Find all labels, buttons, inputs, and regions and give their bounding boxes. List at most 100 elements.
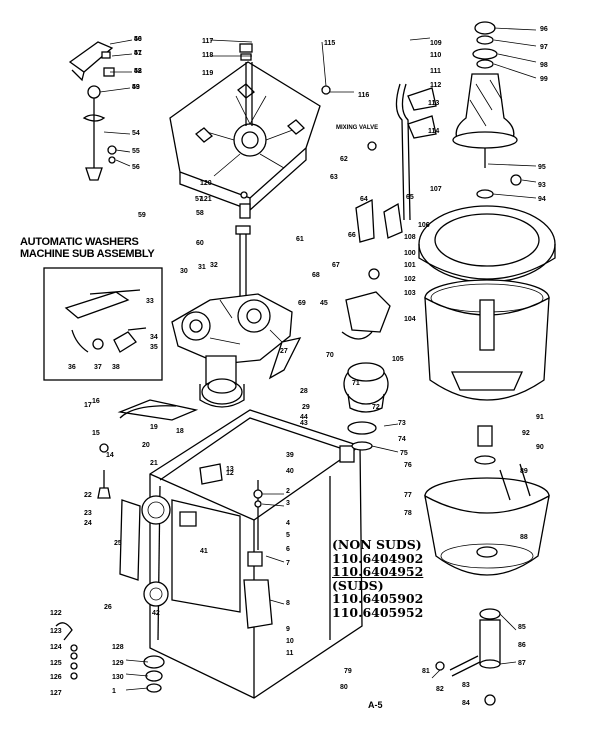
callout-74: 74 bbox=[398, 436, 406, 443]
tub-cover-ring bbox=[418, 205, 556, 283]
callout-70: 70 bbox=[326, 352, 334, 359]
callout-33: 33 bbox=[146, 298, 154, 305]
callout-106: 106 bbox=[418, 222, 430, 229]
callout-61: 61 bbox=[296, 236, 304, 243]
callout-67: 67 bbox=[332, 262, 340, 269]
spin-basket bbox=[424, 279, 550, 401]
callout-51: 51 bbox=[134, 50, 142, 57]
callout-80: 80 bbox=[340, 684, 348, 691]
inset-box bbox=[43, 267, 163, 381]
callout-104: 104 bbox=[404, 316, 416, 323]
callout-30: 30 bbox=[180, 268, 188, 275]
callout-52: 52 bbox=[134, 68, 142, 75]
callout-81: 81 bbox=[422, 668, 430, 675]
callout-119: 119 bbox=[202, 70, 214, 77]
agitator bbox=[452, 21, 522, 199]
page-number: A-5 bbox=[368, 700, 383, 710]
callout-7: 7 bbox=[286, 560, 290, 567]
callout-60: 60 bbox=[196, 240, 204, 247]
non-suds-model-2: 110.6404952 bbox=[332, 564, 424, 579]
callout-6: 6 bbox=[286, 546, 290, 553]
callout-31: 31 bbox=[198, 264, 206, 271]
tub-ring-clamp bbox=[82, 85, 117, 181]
title-line-2: MACHINE SUB ASSEMBLY bbox=[20, 248, 155, 260]
cabinet-base bbox=[119, 409, 363, 699]
callout-23: 23 bbox=[84, 510, 92, 517]
callout-19: 19 bbox=[150, 424, 158, 431]
callout-64: 64 bbox=[360, 196, 368, 203]
callout-17: 17 bbox=[84, 402, 92, 409]
callout-49: 49 bbox=[132, 84, 140, 91]
callout-78: 78 bbox=[404, 510, 412, 517]
callout-68: 68 bbox=[312, 272, 320, 279]
callout-114: 114 bbox=[428, 128, 440, 135]
lid-switch-bracket bbox=[68, 41, 115, 82]
callout-13: 13 bbox=[226, 466, 234, 473]
callout-122: 122 bbox=[50, 610, 62, 617]
callout-56: 56 bbox=[132, 164, 140, 171]
callout-38: 38 bbox=[112, 364, 120, 371]
callout-94: 94 bbox=[538, 196, 546, 203]
drain-pump-parts bbox=[435, 608, 501, 706]
callout-105: 105 bbox=[392, 356, 404, 363]
callout-36: 36 bbox=[68, 364, 76, 371]
callout-101: 101 bbox=[404, 262, 416, 269]
callout-83: 83 bbox=[462, 682, 470, 689]
callout-120: 120 bbox=[200, 180, 212, 187]
callout-97: 97 bbox=[540, 44, 548, 51]
callout-8: 8 bbox=[286, 600, 290, 607]
transmission-assembly bbox=[117, 225, 302, 421]
callout-95: 95 bbox=[538, 164, 546, 171]
callout-42: 42 bbox=[152, 610, 160, 617]
callout-41: 41 bbox=[200, 548, 208, 555]
callout-24: 24 bbox=[84, 520, 92, 527]
callout-127: 127 bbox=[50, 690, 62, 697]
callout-73: 73 bbox=[398, 420, 406, 427]
callout-45: 45 bbox=[320, 300, 328, 307]
callout-43: 43 bbox=[300, 420, 308, 427]
leader-lines bbox=[99, 27, 537, 691]
callout-82: 82 bbox=[436, 686, 444, 693]
callout-2: 2 bbox=[286, 488, 290, 495]
fill-hose bbox=[367, 83, 437, 221]
callout-93: 93 bbox=[538, 182, 546, 189]
callout-90: 90 bbox=[536, 444, 544, 451]
callout-46: 46 bbox=[134, 36, 142, 43]
callout-48: 48 bbox=[134, 68, 142, 75]
callout-84: 84 bbox=[462, 700, 470, 707]
callout-71: 71 bbox=[352, 380, 360, 387]
callout-27: 27 bbox=[280, 348, 288, 355]
suds-model-1: 110.6405902 bbox=[332, 591, 424, 606]
callout-47: 47 bbox=[134, 50, 142, 57]
callout-126: 126 bbox=[50, 674, 62, 681]
callout-75: 75 bbox=[400, 450, 408, 457]
callout-121: 121 bbox=[200, 196, 212, 203]
callout-53: 53 bbox=[132, 84, 140, 91]
motor-and-pump bbox=[341, 198, 403, 451]
non-suds-model-1: 110.6404902 bbox=[332, 550, 424, 566]
diagram-title: AUTOMATIC WASHERS MACHINE SUB ASSEMBLY bbox=[20, 236, 155, 260]
leveling-leg-parts bbox=[55, 405, 177, 693]
shaft-top-small-parts bbox=[240, 85, 331, 199]
transmission-support-plate bbox=[169, 43, 321, 219]
callout-72: 72 bbox=[372, 404, 380, 411]
callout-85: 85 bbox=[518, 624, 526, 631]
callout-39: 39 bbox=[286, 452, 294, 459]
callout-63: 63 bbox=[330, 174, 338, 181]
callout-76: 76 bbox=[404, 462, 412, 469]
callout-79: 79 bbox=[344, 668, 352, 675]
callout-16: 16 bbox=[92, 398, 100, 405]
callout-92: 92 bbox=[522, 430, 530, 437]
callout-116: 116 bbox=[358, 92, 370, 99]
callout-109: 109 bbox=[430, 40, 442, 47]
callout-88: 88 bbox=[520, 534, 528, 541]
callout-37: 37 bbox=[94, 364, 102, 371]
callout-125: 125 bbox=[50, 660, 62, 667]
callout-124: 124 bbox=[50, 644, 62, 651]
callout-96: 96 bbox=[540, 26, 548, 33]
callout-34: 34 bbox=[150, 334, 158, 341]
callout-28: 28 bbox=[300, 388, 308, 395]
callout-9: 9 bbox=[286, 626, 290, 633]
suds-model-2: 110.6405952 bbox=[332, 604, 424, 620]
callout-32: 32 bbox=[210, 262, 218, 269]
